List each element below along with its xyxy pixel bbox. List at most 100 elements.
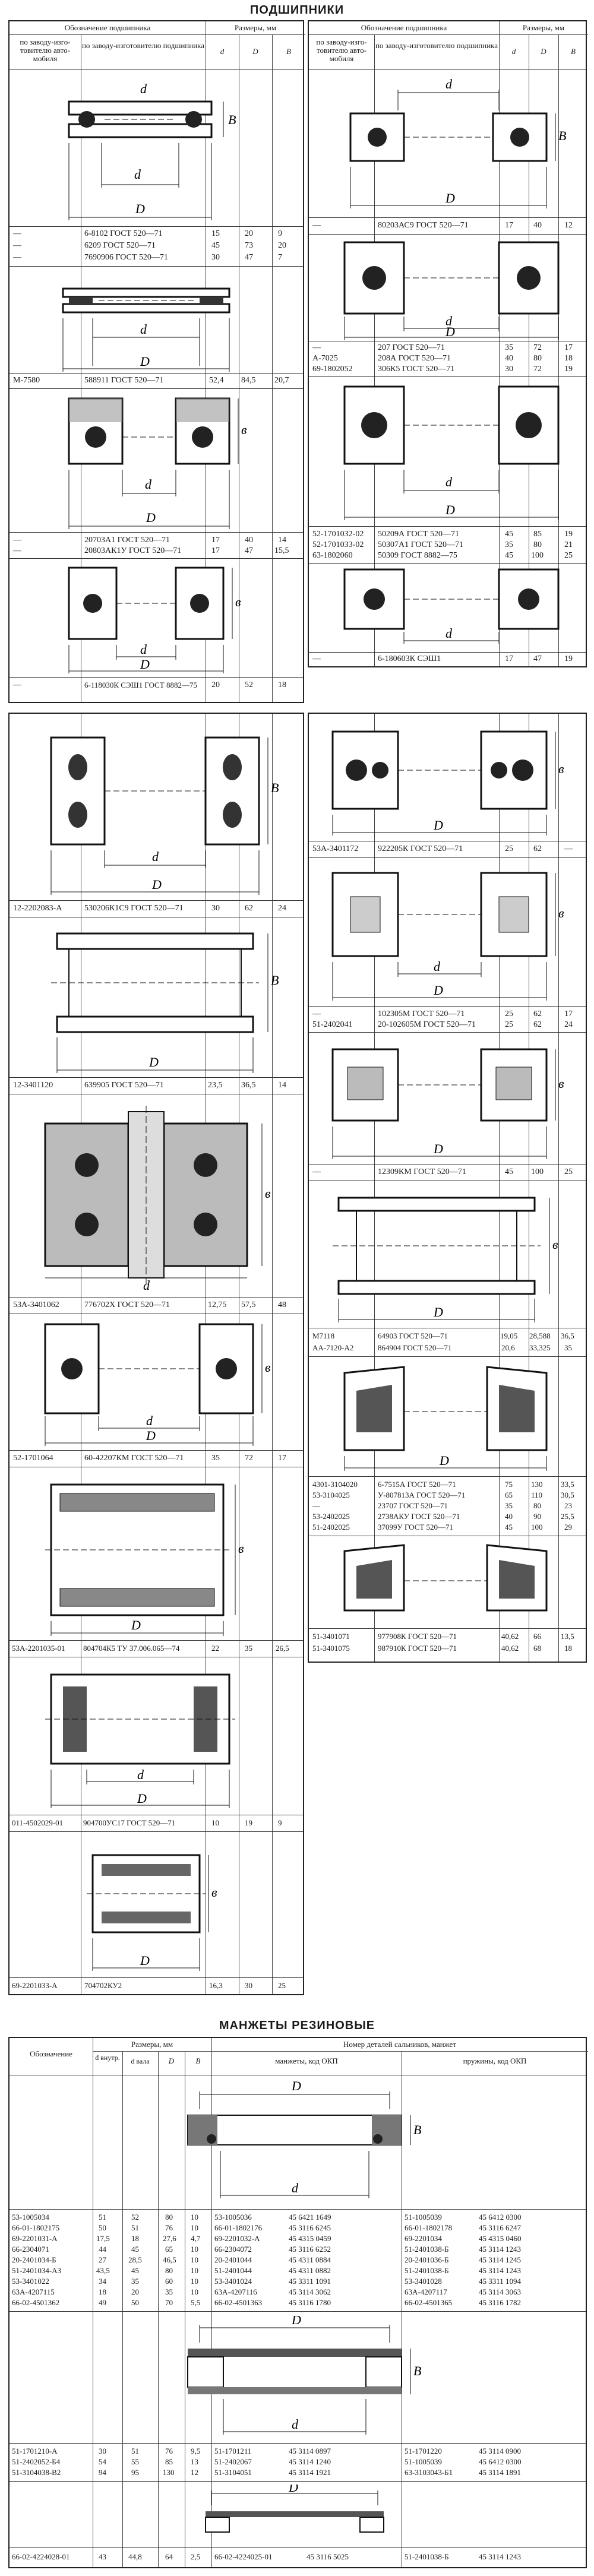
table-header: Обозначение подшипника по заводу-изго-то… bbox=[10, 21, 305, 69]
svg-text:D: D bbox=[445, 191, 455, 205]
svg-text:D: D bbox=[288, 2485, 298, 2495]
page-title: ПОДШИПНИКИ bbox=[249, 4, 345, 17]
needle-roller-bearing-2-drawing: в D bbox=[333, 1197, 558, 1322]
svg-text:D: D bbox=[140, 354, 150, 369]
svg-text:D: D bbox=[140, 657, 150, 672]
seals-title: МАНЖЕТЫ РЕЗИНОВЫЕ bbox=[219, 2019, 375, 2032]
header-B: B bbox=[195, 2056, 201, 2065]
needle-bearing-drawing: d D bbox=[45, 1673, 235, 1808]
svg-text:D: D bbox=[151, 877, 162, 892]
tapered-roller-bearing-2-drawing bbox=[343, 1544, 548, 1612]
svg-text:D: D bbox=[148, 1055, 159, 1069]
svg-text:d: d bbox=[292, 2181, 299, 2195]
svg-text:в: в bbox=[265, 1186, 271, 1201]
header-designation: Обозначение подшипника bbox=[361, 23, 447, 32]
svg-text:d: d bbox=[446, 78, 453, 91]
header-d-inner: d внутр. bbox=[95, 2053, 120, 2062]
svg-text:D: D bbox=[291, 2080, 301, 2093]
svg-text:в: в bbox=[552, 1237, 558, 1252]
svg-text:в: в bbox=[558, 1076, 564, 1091]
bearings-panel-right-top: Обозначение подшипника по заводу-изго-то… bbox=[308, 20, 588, 667]
header-D: D bbox=[168, 2056, 175, 2065]
header-d-shaft: d вала bbox=[131, 2057, 150, 2065]
header-springs: пружины, код ОКП bbox=[463, 2056, 527, 2065]
svg-text:в: в bbox=[558, 906, 564, 920]
header-B: B bbox=[286, 47, 291, 56]
header-d: d bbox=[220, 47, 225, 56]
svg-text:d: d bbox=[140, 322, 147, 337]
header-D: D bbox=[252, 47, 258, 56]
header-bearing-factory: по заводу-изготовителю подшипника bbox=[375, 41, 498, 50]
svg-text:в: в bbox=[235, 594, 241, 609]
svg-text:D: D bbox=[445, 502, 455, 517]
svg-text:d: d bbox=[146, 1413, 153, 1428]
header-part-numbers: Номер деталей сальников, манжет bbox=[343, 2040, 457, 2049]
svg-text:d: d bbox=[143, 1278, 150, 1293]
svg-text:B: B bbox=[271, 973, 279, 988]
header-auto-factory: по заводу-изго-товителю авто-мобиля bbox=[316, 37, 367, 63]
svg-text:D: D bbox=[433, 1305, 443, 1319]
thrust-ball-bearing-drawing: d d D B bbox=[68, 81, 236, 220]
groove-snap-ring-bearing-drawing: d D bbox=[343, 385, 560, 520]
svg-text:d: d bbox=[446, 474, 453, 489]
svg-text:D: D bbox=[131, 1618, 141, 1632]
seals-panel: Обозначение Размеры, мм d внутр. d вала … bbox=[8, 2037, 588, 2568]
svg-text:B: B bbox=[228, 112, 236, 127]
svg-text:d: d bbox=[134, 167, 141, 182]
svg-text:d: d bbox=[292, 2417, 299, 2432]
svg-text:D: D bbox=[439, 1453, 449, 1468]
thin-seal-drawing: D bbox=[205, 2485, 384, 2533]
header-designation: Обозначение подшипника bbox=[64, 23, 151, 32]
svg-text:d: d bbox=[446, 626, 453, 641]
angular-contact-bearing-drawing: в d D bbox=[68, 397, 247, 529]
svg-text:D: D bbox=[433, 818, 443, 833]
svg-text:в: в bbox=[238, 1541, 244, 1556]
dim-d-label: d bbox=[140, 81, 147, 96]
svg-text:B: B bbox=[271, 780, 279, 795]
svg-text:в: в bbox=[265, 1360, 271, 1375]
svg-text:D: D bbox=[146, 510, 156, 525]
bearings-panel-left-top: Обозначение подшипника по заводу-изго-то… bbox=[8, 20, 305, 703]
header-sizes: Размеры, мм bbox=[234, 23, 277, 32]
svg-text:d: d bbox=[140, 642, 147, 657]
header-sizes: Размеры, мм bbox=[522, 23, 565, 32]
svg-text:D: D bbox=[137, 1791, 147, 1806]
header-designation: Обозначение bbox=[30, 2049, 72, 2058]
svg-text:d: d bbox=[446, 314, 453, 328]
svg-text:d: d bbox=[152, 849, 159, 864]
header-sizes: Размеры, мм bbox=[131, 2040, 173, 2049]
